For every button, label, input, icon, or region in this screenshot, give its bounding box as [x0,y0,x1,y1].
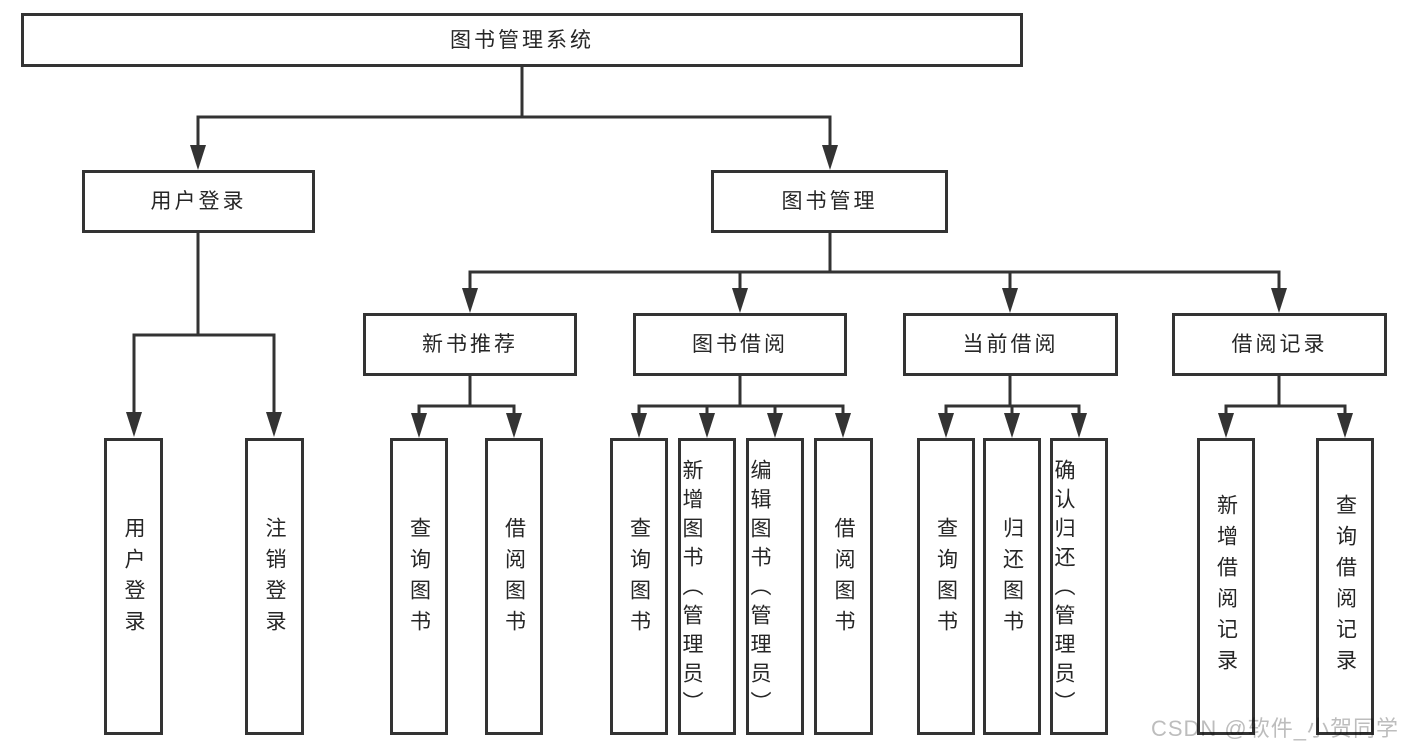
leaf-label: 查询图书 [934,516,958,641]
arrow-down-icon [699,413,715,438]
arrow-down-icon [822,145,838,170]
arrow-down-icon [835,413,851,438]
node-user-login: 用户登录 [82,170,315,233]
leaf-label: 注销登录 [263,516,286,641]
arrow-down-icon [631,413,647,438]
node-label: 新书推荐 [422,333,518,356]
node-book-management: 图书管理 [711,170,948,233]
node-root-system: 图书管理系统 [21,13,1023,67]
leaf-label: 编辑图书（管理员） [748,459,771,720]
leaf-label: 查询图书 [407,516,431,641]
leaf-label: 确认归还（管理员） [1052,459,1075,720]
leaf-label: 借阅图书 [502,516,526,641]
leaf-label: 查询图书 [627,516,651,641]
arrow-down-icon [266,412,282,437]
arrow-down-icon [1218,413,1234,438]
arrow-down-icon [506,413,522,438]
arrow-down-icon [462,288,478,313]
leaf-borrowing-borrow-books: 借阅图书 [814,438,873,735]
node-label: 用户登录 [150,190,247,213]
node-label: 当前借阅 [962,333,1059,356]
leaf-add-borrow-record: 新增借阅记录 [1197,438,1255,735]
arrowhead-icons [126,145,1353,438]
arrow-down-icon [1337,413,1353,438]
arrow-down-icon [732,288,748,313]
node-label: 图书借阅 [692,333,788,356]
arrow-down-icon [411,413,427,438]
arrow-down-icon [126,412,142,437]
leaf-user-login: 用户登录 [104,438,163,735]
arrow-down-icon [1071,413,1087,438]
leaf-confirm-return-admin: 确认归还（管理员） [1050,438,1108,735]
node-label: 图书管理 [781,190,878,213]
leaf-current-query-books: 查询图书 [917,438,975,735]
node-current-borrowing: 当前借阅 [903,313,1118,376]
leaf-label: 查询借阅记录 [1333,493,1357,680]
leaf-label: 归还图书 [1000,516,1024,641]
leaf-recommend-borrow-books: 借阅图书 [485,438,543,735]
node-book-borrowing: 图书借阅 [633,313,847,376]
leaf-query-borrow-record: 查询借阅记录 [1316,438,1374,735]
node-label: 图书管理系统 [450,28,594,52]
leaf-logout: 注销登录 [245,438,304,735]
leaf-edit-books-admin: 编辑图书（管理员） [746,438,804,735]
leaf-add-books-admin: 新增图书（管理员） [678,438,736,735]
arrow-down-icon [1002,288,1018,313]
arrow-down-icon [1004,413,1020,438]
arrow-down-icon [938,413,954,438]
arrow-down-icon [190,145,206,170]
leaf-recommend-query-books: 查询图书 [390,438,448,735]
node-label: 借阅记录 [1231,333,1328,356]
leaf-borrowing-query-books: 查询图书 [610,438,668,735]
tree-connector-path [132,64,1347,420]
leaf-return-books: 归还图书 [983,438,1041,735]
leaf-label: 借阅图书 [832,516,855,641]
leaf-label: 用户登录 [122,516,145,641]
node-borrowing-records: 借阅记录 [1172,313,1387,376]
arrow-down-icon [767,413,783,438]
node-new-book-recommendation: 新书推荐 [363,313,577,376]
csdn-watermark: CSDN @软件_小贺同学 [1150,716,1399,741]
arrow-down-icon [1271,288,1287,313]
leaf-label: 新增图书（管理员） [680,459,703,720]
leaf-label: 新增借阅记录 [1214,493,1238,680]
